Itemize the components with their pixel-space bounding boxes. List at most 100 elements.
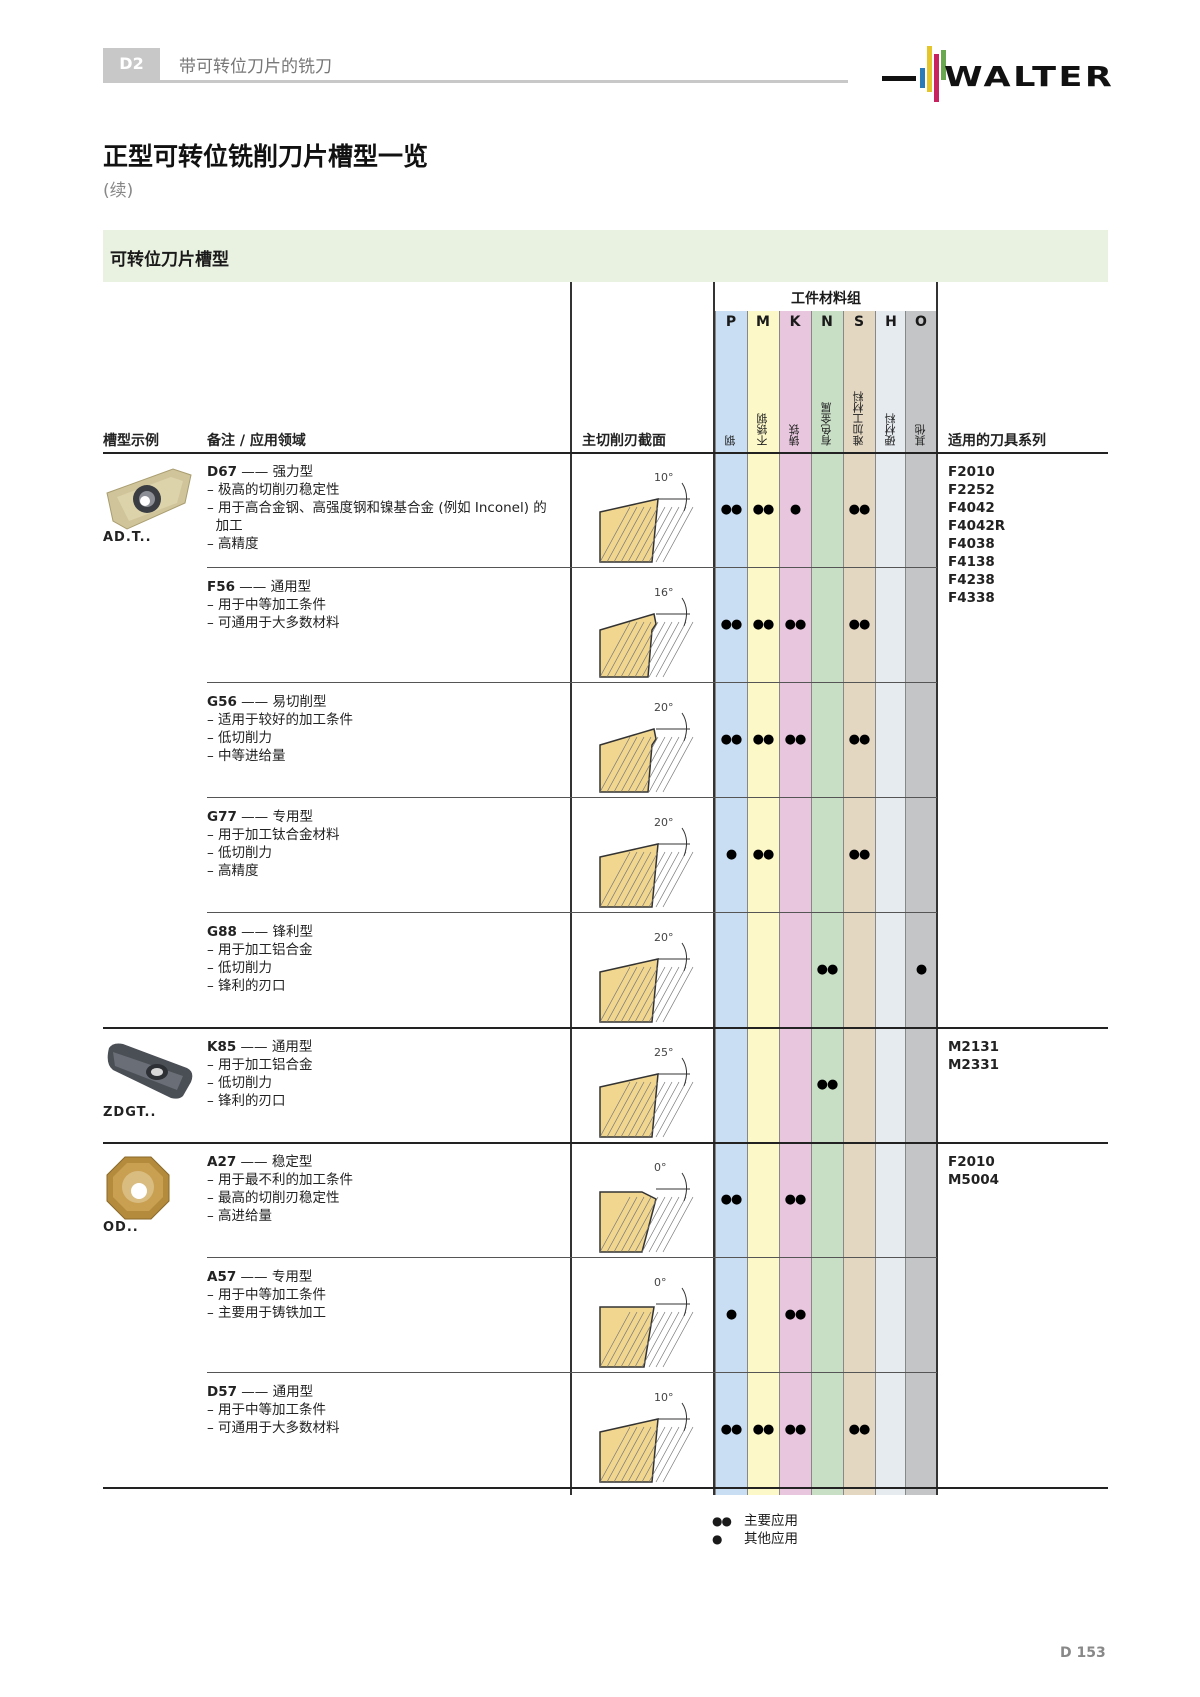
material-name-o: 其他: [914, 424, 927, 446]
application-mark-s: ●●: [848, 847, 871, 862]
note-item: – 低切削力: [207, 845, 273, 861]
header-series: 适用的刀具系列: [948, 433, 1046, 449]
header-example: 槽型示例: [103, 433, 159, 449]
cutting-edge-section-icon: 0°: [590, 1147, 700, 1253]
group-separator: [103, 1487, 1108, 1489]
material-code-s: S: [853, 314, 865, 330]
application-mark-m: ●●: [752, 847, 775, 862]
note-item: – 用于高合金钢、高强度钢和镍基合金 (例如 Inconel) 的: [207, 500, 547, 516]
note-item: – 用于加工铝合金: [207, 1057, 313, 1073]
row-separator: [207, 912, 937, 913]
chipbreaker-code: G56: [207, 694, 237, 710]
svg-text:20°: 20°: [654, 816, 674, 829]
tool-series-item: F4138: [948, 554, 995, 570]
chipbreaker-code: K85: [207, 1039, 237, 1055]
section-band: 可转位刀片槽型: [103, 230, 1108, 282]
group-separator: [103, 1142, 1108, 1144]
section-title: 带可转位刀片的铣刀: [179, 57, 332, 77]
row-separator: [207, 682, 937, 683]
chipbreaker-type: 易切削型: [272, 694, 327, 710]
chipbreaker-title: G77 —— 专用型: [207, 808, 340, 826]
title-dash: ——: [236, 809, 273, 825]
logo-bar-yellow-icon: [927, 46, 932, 92]
note-item: – 用于中等加工条件: [207, 1402, 327, 1418]
title-dash: ——: [237, 1384, 273, 1400]
cutting-edge-section-icon: 20°: [590, 687, 700, 793]
insert-type-label: OD..: [103, 1220, 139, 1235]
svg-text:0°: 0°: [654, 1161, 667, 1174]
chipbreaker-code: A57: [207, 1269, 237, 1285]
note-item: – 低切削力: [207, 960, 273, 976]
cutting-edge-section-icon: 25°: [590, 1032, 700, 1138]
cutting-edge-section-icon: 20°: [590, 917, 700, 1023]
table-row-notes: A57 —— 专用型– 用于中等加工条件– 主要用于铸铁加工: [207, 1268, 326, 1322]
tool-series-item: F4338: [948, 590, 995, 606]
legend-item-main: ●●主要应用: [712, 1513, 798, 1529]
note-item: – 用于最不利的加工条件: [207, 1172, 354, 1188]
tool-series-item: M5004: [948, 1172, 1000, 1188]
material-name-m: 不锈钢: [756, 413, 769, 446]
logo-dash-icon: [882, 76, 916, 81]
application-mark-n: ●●: [816, 962, 839, 977]
application-mark-m: ●●: [752, 732, 775, 747]
row-separator: [207, 797, 937, 798]
material-code-k: K: [789, 314, 801, 330]
chipbreaker-title: D67 —— 强力型: [207, 463, 547, 481]
chipbreaker-title: G88 —— 锋利型: [207, 923, 313, 941]
chipbreaker-code: G77: [207, 809, 237, 825]
material-column-h: [875, 311, 907, 1495]
chipbreaker-type: 专用型: [272, 809, 313, 825]
insert-type-label: ZDGT..: [103, 1105, 157, 1120]
application-mark-m: ●●: [752, 1422, 775, 1437]
application-mark-s: ●●: [848, 617, 871, 632]
tool-series-item: M2331: [948, 1057, 1000, 1073]
row-separator: [207, 1257, 937, 1258]
tool-series-item: F4042: [948, 500, 995, 516]
logo-bar-green-icon: [941, 50, 946, 80]
table-row-notes: F56 —— 通用型– 用于中等加工条件– 可通用于大多数材料: [207, 578, 340, 632]
title-dash: ——: [236, 1039, 272, 1055]
chipbreaker-code: G88: [207, 924, 237, 940]
note-item: – 可通用于大多数材料: [207, 1420, 340, 1436]
chipbreaker-code: F56: [207, 579, 236, 595]
table-row-notes: G56 —— 易切削型– 适用于较好的加工条件– 低切削力– 中等进给量: [207, 693, 353, 765]
note-item: – 极高的切削刃稳定性: [207, 482, 340, 498]
material-column-p: [715, 311, 747, 1495]
note-item: – 高进给量: [207, 1208, 273, 1224]
application-mark-p: ●●: [720, 502, 743, 517]
chipbreaker-title: G56 —— 易切削型: [207, 693, 353, 711]
header-rule: [103, 80, 848, 83]
material-column-s: [843, 311, 875, 1495]
section-band-label: 可转位刀片槽型: [110, 250, 229, 270]
table-row-notes: K85 —— 通用型– 用于加工铝合金– 低切削力– 锋利的刃口: [207, 1038, 313, 1110]
title-dash: ——: [235, 579, 271, 595]
application-mark-k: ●●: [784, 617, 807, 632]
chipbreaker-type: 专用型: [271, 1269, 313, 1285]
divider-materials-left: [713, 282, 715, 1495]
note-item: – 可通用于大多数材料: [207, 615, 340, 631]
table-row-notes: D67 —— 强力型– 极高的切削刃稳定性 – 用于高合金钢、高强度钢和镍基合金 …: [207, 463, 547, 553]
application-mark-s: ●●: [848, 502, 871, 517]
svg-text:10°: 10°: [654, 471, 674, 484]
section-tag: D2: [103, 48, 160, 80]
title-dash: ——: [236, 924, 273, 940]
octagonal-insert-gold-icon: [103, 1153, 173, 1227]
walter-logo: WALTER: [880, 44, 1112, 104]
chipbreaker-type: 强力型: [272, 464, 314, 480]
tool-series-item: F2010: [948, 1154, 995, 1170]
chipbreaker-title: K85 —— 通用型: [207, 1038, 313, 1056]
divider-materials-right: [936, 282, 938, 1495]
cutting-edge-section-icon: 0°: [590, 1262, 700, 1368]
application-mark-o: ●: [915, 962, 927, 977]
svg-text:10°: 10°: [654, 1391, 674, 1404]
chipbreaker-title: A27 —— 稳定型: [207, 1153, 353, 1171]
legend-item-other: ●其他应用: [712, 1531, 798, 1547]
tool-series-item: F4042R: [948, 518, 1006, 534]
header-section: 主切削刃截面: [582, 433, 666, 449]
group-separator: [103, 1027, 1108, 1029]
note-item: – 用于中等加工条件: [207, 1287, 327, 1303]
chipbreaker-type: 通用型: [271, 1039, 313, 1055]
material-code-h: H: [885, 314, 897, 330]
material-column-m: [747, 311, 779, 1495]
